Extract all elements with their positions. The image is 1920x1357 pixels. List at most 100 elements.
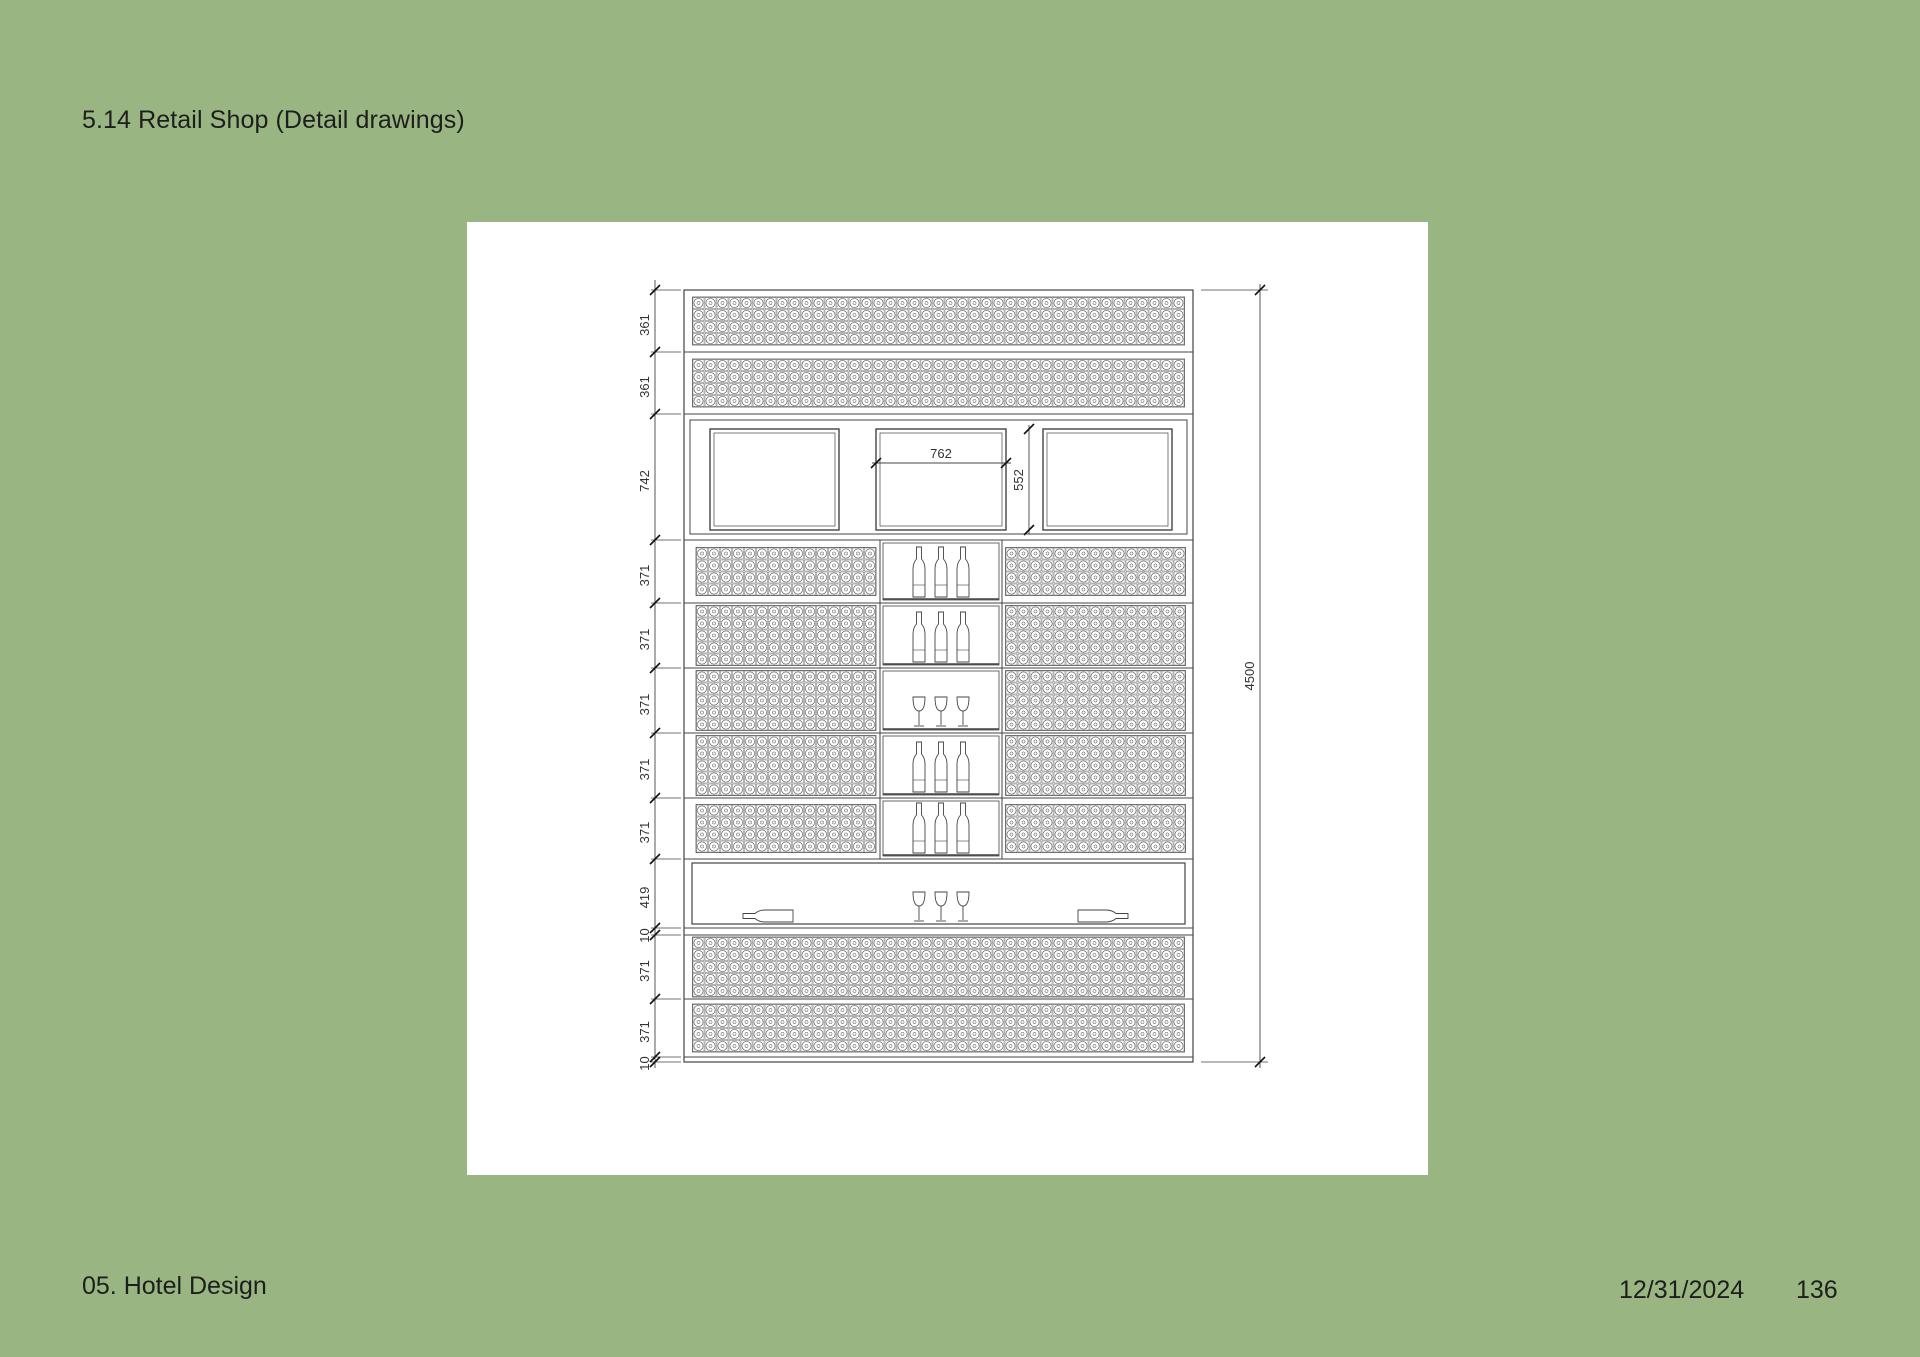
wine-rack-cell-circle xyxy=(1114,719,1125,730)
wine-rack-cell xyxy=(1065,583,1078,596)
wine-rack-cell-hole xyxy=(936,953,941,957)
wine-rack-cell-hole xyxy=(804,375,809,379)
wine-rack-cell-hole xyxy=(724,621,728,626)
wine-rack-cell-circle xyxy=(1161,986,1172,996)
dimension-tick-mark xyxy=(649,408,661,420)
wine-rack-cell-circle xyxy=(1173,384,1184,394)
wine-rack-cell xyxy=(1016,949,1029,961)
wine-rack-cell-circle xyxy=(969,384,980,394)
wine-rack-cell-hole xyxy=(1177,698,1182,703)
wine-rack-cell xyxy=(840,583,852,596)
wine-rack-cell-circle xyxy=(793,784,803,795)
wine-rack-cell xyxy=(980,1016,993,1028)
wine-rack-cell xyxy=(1089,559,1102,572)
wine-rack-cell-hole xyxy=(760,722,764,727)
wine-rack-cell-hole xyxy=(768,313,773,317)
wine-rack-cell-circle xyxy=(909,974,920,984)
wine-rack-cell-circle xyxy=(853,760,863,771)
wine-rack-cell xyxy=(944,297,957,309)
wine-rack-cell xyxy=(804,747,816,760)
wine-rack-cell xyxy=(1005,547,1018,560)
wine-rack-cell-hole xyxy=(760,563,764,568)
wine-rack-cell-circle xyxy=(1114,829,1125,840)
wine-rack-cell-hole xyxy=(708,313,713,317)
wine-rack-cell-circle xyxy=(1101,396,1112,406)
wine-rack-cell xyxy=(840,816,852,829)
wine-rack-cell xyxy=(992,1016,1005,1028)
wine-rack-cell-circle xyxy=(921,1041,932,1051)
wine-rack-cell-circle xyxy=(897,1005,908,1015)
wine-bottle-icon xyxy=(956,741,970,793)
wine-rack-cell-circle xyxy=(1174,817,1185,828)
wine-rack-cell-circle xyxy=(1149,974,1160,984)
wine-rack-cell xyxy=(708,682,720,695)
wine-rack-cell xyxy=(1148,973,1161,985)
wine-rack-cell-hole xyxy=(784,820,788,825)
wine-rack-cell-circle xyxy=(1125,322,1136,332)
wine-rack-cell xyxy=(768,694,780,707)
wine-rack-cell xyxy=(1125,694,1138,707)
wine-rack-cell-hole xyxy=(820,609,824,614)
wine-rack-cell xyxy=(1064,333,1077,345)
wine-rack-cell xyxy=(864,641,876,654)
wine-rack-cell xyxy=(1124,321,1137,333)
wine-rack-cell-circle xyxy=(741,298,752,308)
wine-rack-cell xyxy=(864,670,876,683)
wine-rack-cell xyxy=(740,297,753,309)
wine-rack-cell-circle xyxy=(1006,772,1017,783)
wine-rack-cell xyxy=(780,641,792,654)
wine-rack-cell xyxy=(752,1004,765,1016)
wine-rack-cell xyxy=(860,985,873,997)
wine-rack-cell-hole xyxy=(756,1044,761,1048)
wine-rack-cell xyxy=(1052,1040,1065,1052)
wine-rack-cell-hole xyxy=(808,844,812,849)
wine-rack-cell xyxy=(1041,840,1054,853)
wine-rack-cell-circle xyxy=(1149,938,1160,948)
wine-rack-cell xyxy=(840,547,852,560)
wine-rack-cell-circle xyxy=(865,642,875,653)
wine-rack-cell-hole xyxy=(1044,1008,1049,1012)
wine-rack-cell-circle xyxy=(1114,817,1125,828)
wine-rack-cell-hole xyxy=(1020,1032,1025,1036)
wine-rack-cell xyxy=(1148,985,1161,997)
wine-rack-cell xyxy=(752,1028,765,1040)
wine-rack-cell xyxy=(1137,617,1150,630)
wine-rack-cell-hole xyxy=(1057,787,1062,792)
wine-rack-cell-circle xyxy=(789,938,800,948)
wine-rack-cell xyxy=(752,949,765,961)
wine-rack-cell xyxy=(864,605,876,618)
wine-rack-cell-circle xyxy=(789,310,800,320)
wine-rack-cell xyxy=(1088,395,1101,407)
wine-rack-cell-circle xyxy=(1030,606,1041,617)
wine-rack-cell-hole xyxy=(796,587,800,592)
wine-rack-cell-hole xyxy=(1164,953,1169,957)
wine-rack-cell-hole xyxy=(804,1008,809,1012)
wine-rack-cell xyxy=(1161,694,1174,707)
wine-rack-cell-circle xyxy=(1138,630,1149,641)
wine-rack-cell-hole xyxy=(864,337,869,341)
wine-rack-cell-hole xyxy=(948,1044,953,1048)
wine-rack-cell-hole xyxy=(816,337,821,341)
dimension-tick-mark xyxy=(649,993,661,1005)
wine-rack-cell-hole xyxy=(792,399,797,403)
wine-rack-cell-hole xyxy=(1141,563,1146,568)
wine-rack-cell-circle xyxy=(781,707,791,718)
wine-rack-cell-hole xyxy=(1021,775,1026,780)
wine-rack-cell xyxy=(992,973,1005,985)
wine-rack-cell-circle xyxy=(769,654,779,665)
wine-rack-cell xyxy=(696,771,708,784)
wine-rack-cell-hole xyxy=(696,977,701,981)
wine-rack-cell-circle xyxy=(1102,736,1113,747)
wine-rack-cell-hole xyxy=(700,674,704,679)
wine-rack-cell-circle xyxy=(1018,548,1029,559)
wine-rack-cell xyxy=(1160,395,1173,407)
wine-rack-cell-circle xyxy=(705,950,716,960)
wine-rack-cell-hole xyxy=(784,844,788,849)
wine-rack-cell-hole xyxy=(900,337,905,341)
wine-rack-cell xyxy=(1136,961,1149,973)
wine-rack-cell-hole xyxy=(948,1020,953,1024)
wine-rack-cell xyxy=(1041,718,1054,731)
wine-rack-cell-hole xyxy=(1069,621,1074,626)
wine-rack-cell-circle xyxy=(805,841,815,852)
wine-rack-cell xyxy=(696,571,708,584)
